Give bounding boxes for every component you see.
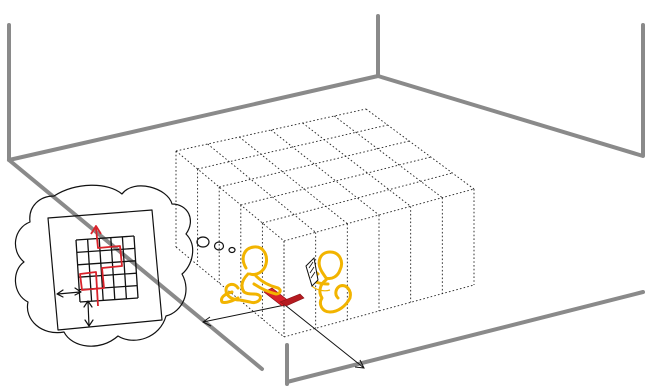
crawling-child [220,245,282,304]
child-leg [220,290,240,304]
map-gridline [76,247,135,254]
distance-line-left [202,304,286,323]
distance-line-front [284,304,365,369]
map-route-arrowhead [90,225,102,235]
arrowhead-left [202,316,212,327]
arrowhead-front [354,359,365,369]
tablet-detail-3 [310,271,316,279]
thought-bubble-large [196,236,210,248]
dotted-block-grid [175,108,475,338]
block-left-gridline [175,246,285,338]
adult-body [318,278,352,314]
block-top-gridline [219,140,410,188]
thought-bubble-medium [213,241,225,251]
block-top-gridline [334,115,443,199]
thought-bubbles [196,236,236,254]
tablet-icon [305,256,319,287]
block-top-gridline [175,150,285,242]
block-top-gridline [207,143,316,233]
map-arrow-vertical [87,301,90,327]
map-gridline [75,235,135,241]
tablet-body [305,256,319,287]
map-arrowhead-left [56,289,64,298]
cloud-outline [14,184,194,347]
map-arrowhead-bottom [84,319,94,327]
block-top-gridline [365,108,475,190]
tablet-detail-1 [308,261,314,269]
map-sheet [47,209,163,331]
room-walls [7,14,645,386]
thought-bubble-small [228,246,236,254]
child-body [224,272,262,304]
map-arrow-horizontal [57,291,81,295]
map-gridline [77,260,136,266]
child-arm [252,274,282,296]
map-gridline [86,239,93,302]
map-grid [75,235,139,303]
block-top-gridline [262,172,453,224]
room-left-wall [7,23,645,162]
block-top-gridline [270,129,380,216]
map-arrowhead-right [74,287,82,296]
adult-arm-inner [311,285,331,292]
map-arrowhead-top [83,300,93,308]
floor-marker-tab [279,293,305,307]
tablet-detail-2 [309,266,315,274]
room-floor-right-edge [285,290,645,384]
distance-arrows [202,304,365,369]
map-gridline [133,235,139,299]
map-gridline [78,272,137,278]
block-top-gridline [239,136,348,225]
map-route [79,227,123,307]
block-top-gridline [240,156,431,206]
adult-head [317,250,344,280]
map-gridline [121,236,128,299]
block-top-gridline [302,122,411,207]
map-gridline [79,297,139,303]
child-head [241,245,268,276]
map-gridline [110,237,116,300]
thought-cloud [14,184,194,347]
